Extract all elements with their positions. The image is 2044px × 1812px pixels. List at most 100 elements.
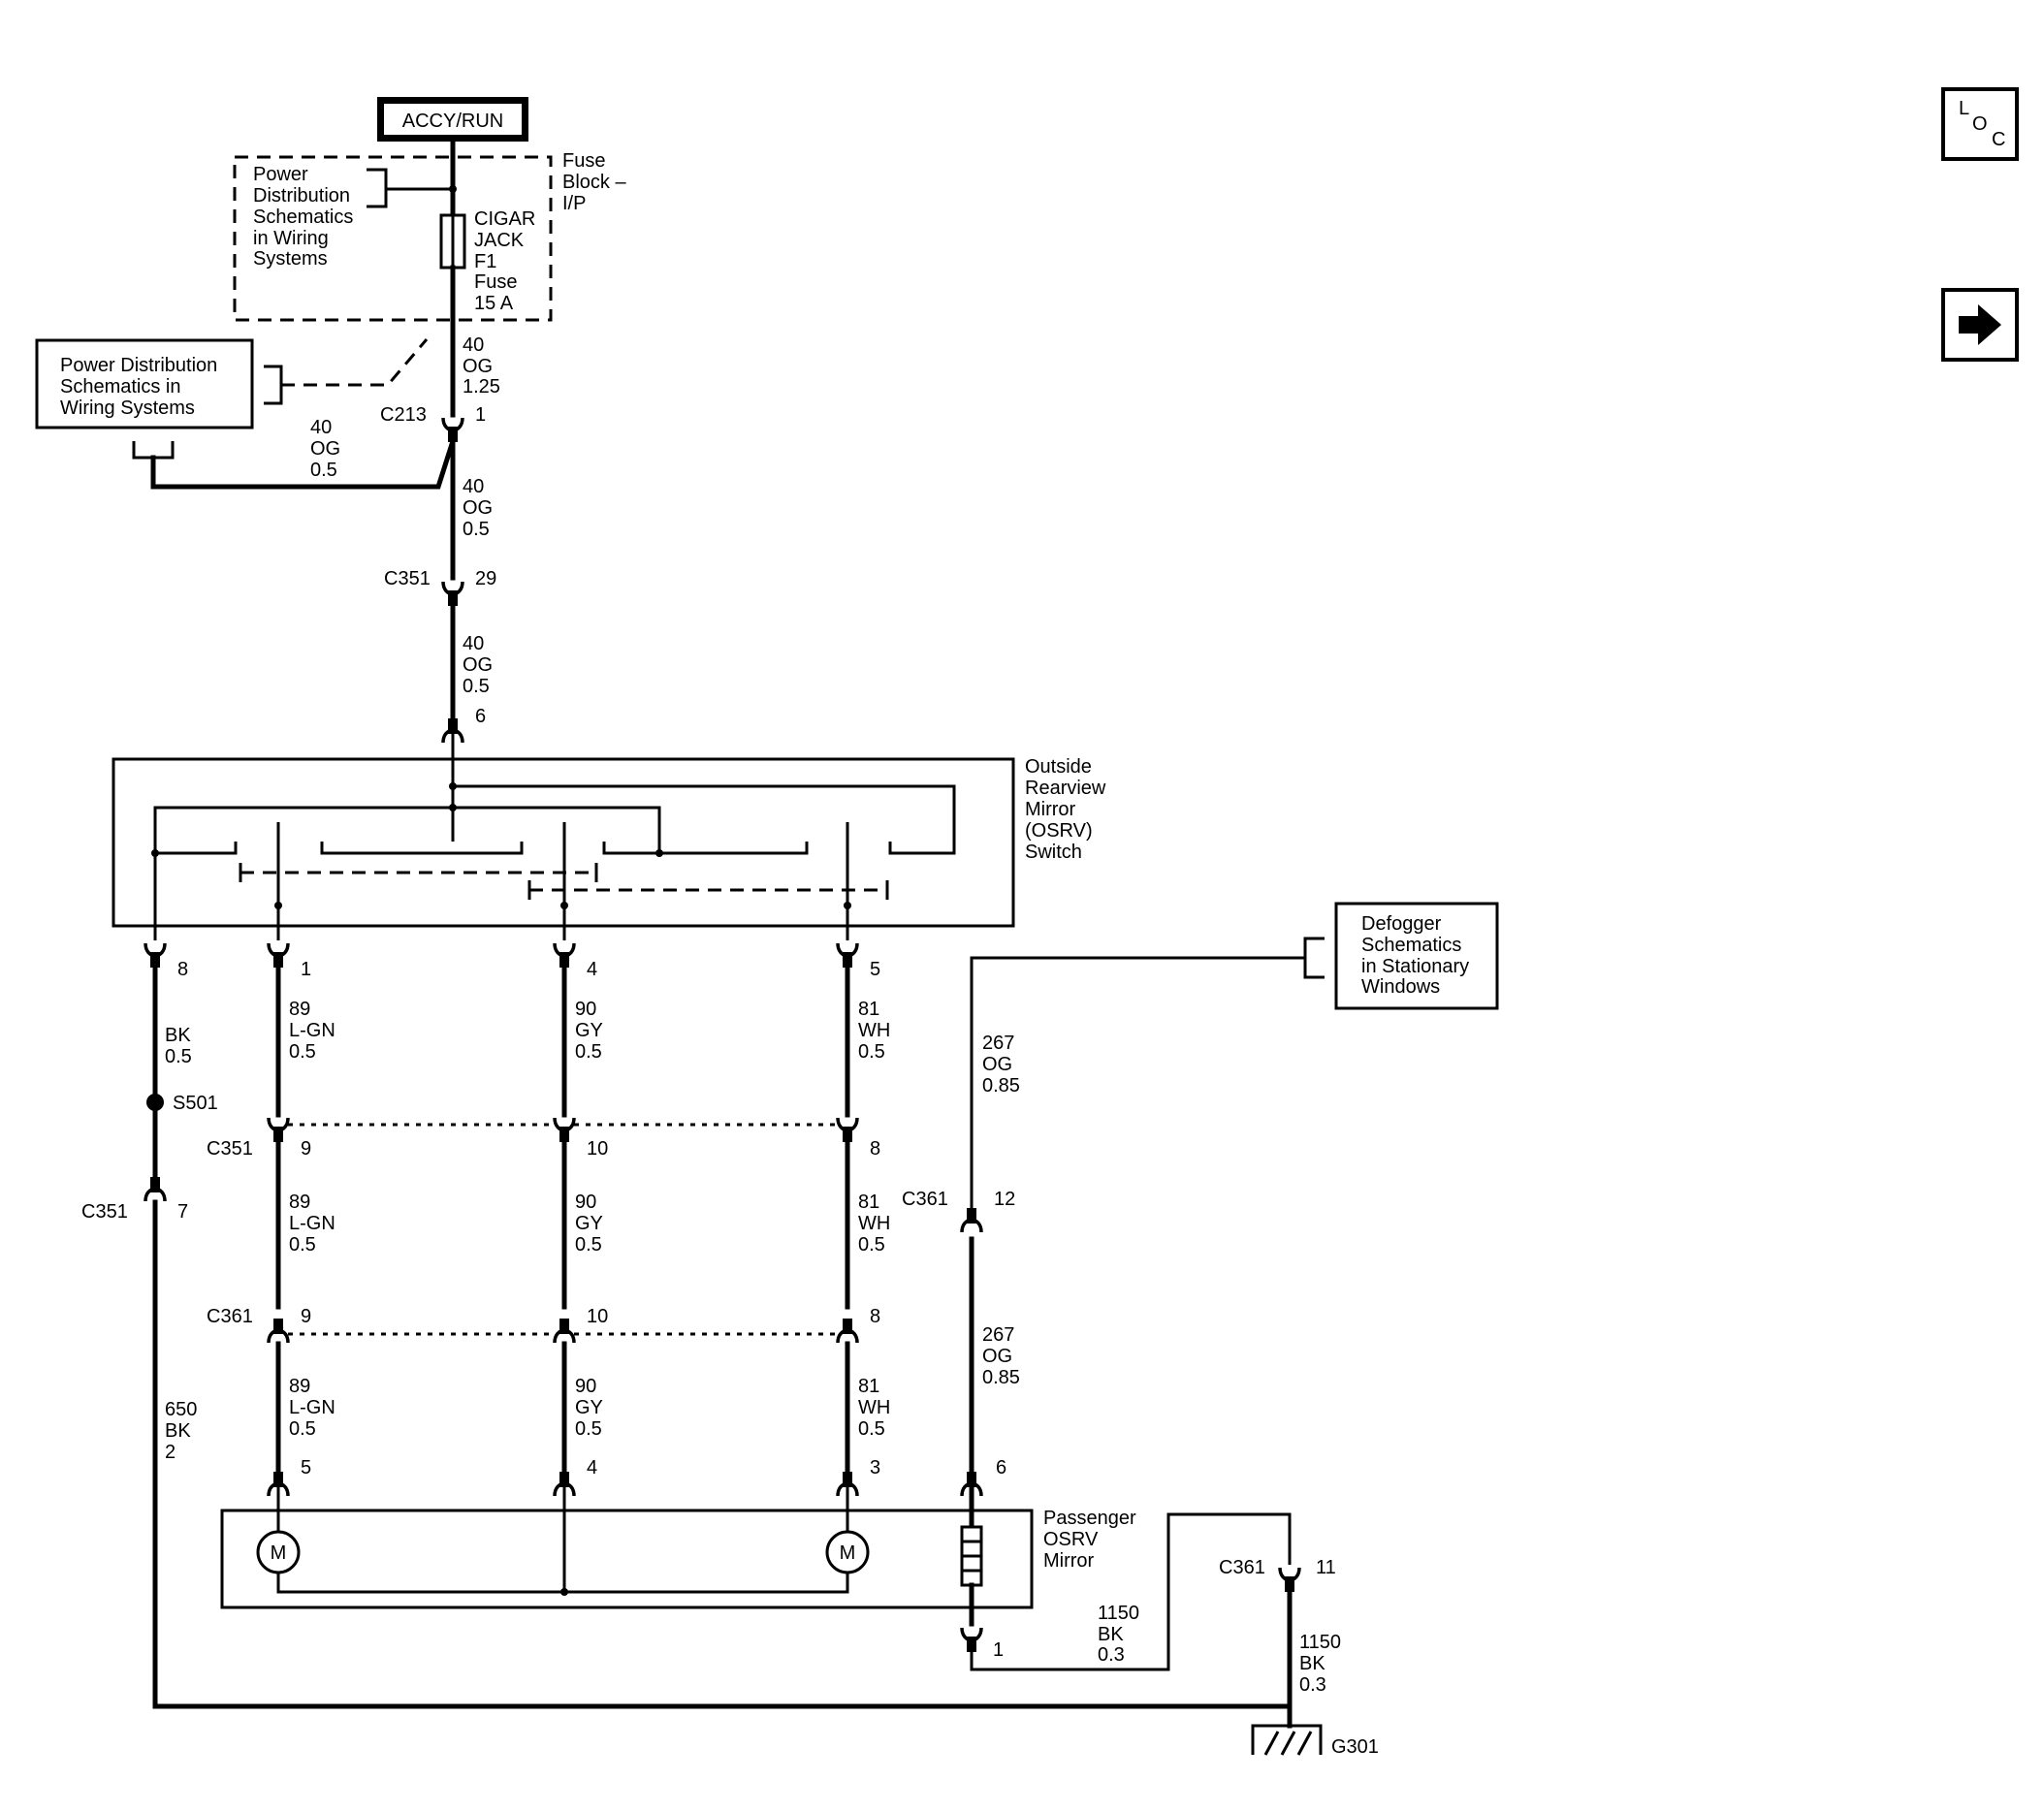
svg-text:0.5: 0.5 [575, 1234, 602, 1256]
svg-text:(OSRV): (OSRV) [1025, 820, 1093, 842]
svg-text:Schematics in: Schematics in [60, 376, 181, 397]
wire-1150-heater-gnd [970, 1512, 1292, 1671]
svg-text:0.3: 0.3 [1098, 1644, 1125, 1666]
svg-text:OSRV: OSRV [1043, 1529, 1099, 1550]
osrv-switch-label: Outside Rearview Mirror (OSRV) Switch [1025, 756, 1106, 863]
mirror-heater-element [960, 1484, 983, 1627]
svg-text:0.3: 0.3 [1299, 1674, 1326, 1696]
svg-text:267: 267 [982, 1324, 1014, 1346]
svg-text:in Stationary: in Stationary [1361, 956, 1469, 977]
wire-label-c213-out: 40 OG 0.5 [463, 476, 493, 540]
svg-text:C361: C361 [1219, 1557, 1265, 1578]
connector-switch-4 [553, 941, 576, 970]
svg-text:GY: GY [575, 1213, 603, 1234]
wire-267-og-top [970, 956, 1305, 1210]
svg-text:40: 40 [463, 476, 484, 497]
arrow-right-icon[interactable] [1941, 288, 2019, 362]
svg-text:89: 89 [289, 1192, 310, 1213]
svg-text:89: 89 [289, 1376, 310, 1397]
svg-text:C351: C351 [384, 568, 431, 589]
svg-text:5: 5 [301, 1457, 311, 1478]
svg-text:29: 29 [475, 568, 496, 589]
svg-text:Switch: Switch [1025, 842, 1082, 863]
connector-c351-8 [836, 1116, 859, 1144]
svg-text:Fuse: Fuse [562, 150, 605, 172]
defogger-ref-box[interactable]: Defogger Schematics in Stationary Window… [1334, 902, 1499, 1010]
wire-label-1150-a: 1150 BK 0.3 [1098, 1603, 1139, 1666]
svg-text:L-GN: L-GN [289, 1213, 335, 1234]
svg-text:OG: OG [310, 438, 340, 460]
wire-label-650: 650 BK 2 [165, 1399, 197, 1463]
wire-label-branch: 40 OG 0.5 [310, 417, 340, 481]
wire-label-267-b: 267 OG 0.85 [982, 1324, 1020, 1388]
connector-c351-7 [144, 1175, 167, 1203]
connector-c361-10 [553, 1317, 576, 1345]
svg-text:in Wiring: in Wiring [253, 228, 329, 249]
svg-text:Schematics: Schematics [1361, 935, 1461, 956]
svg-text:L-GN: L-GN [289, 1397, 335, 1418]
svg-text:OG: OG [463, 654, 493, 676]
svg-text:G301: G301 [1331, 1736, 1379, 1758]
svg-text:0.5: 0.5 [289, 1418, 316, 1440]
dashed-ref-link [281, 338, 429, 387]
wire-branch-40 [150, 437, 457, 490]
svg-text:40: 40 [463, 633, 484, 654]
svg-text:15 A: 15 A [474, 293, 514, 314]
wire-label-fuse-out: 40 OG 1.25 [463, 334, 500, 397]
svg-text:8: 8 [870, 1306, 880, 1327]
svg-text:Power Distribution: Power Distribution [60, 355, 217, 376]
connector-switch-1 [267, 941, 290, 970]
splice-s501 [146, 1094, 164, 1111]
svg-text:WH: WH [858, 1397, 890, 1418]
svg-text:Mirror: Mirror [1043, 1550, 1095, 1572]
connector-c361-11 [1278, 1566, 1301, 1594]
svg-text:Rearview: Rearview [1025, 778, 1106, 799]
svg-text:Schematics: Schematics [253, 207, 353, 228]
svg-text:1: 1 [993, 1639, 1004, 1661]
svg-text:90: 90 [575, 1192, 596, 1213]
svg-text:0.5: 0.5 [289, 1234, 316, 1256]
svg-text:C351: C351 [207, 1138, 253, 1160]
loc-icon[interactable]: L O C [1941, 87, 2019, 161]
svg-text:4: 4 [587, 1457, 597, 1478]
svg-text:10: 10 [587, 1306, 608, 1327]
svg-text:JACK: JACK [474, 230, 525, 251]
motor-symbol: M [271, 1542, 287, 1564]
svg-text:81: 81 [858, 999, 879, 1020]
motor-horizontal: M [256, 1530, 301, 1574]
svg-text:0.5: 0.5 [165, 1046, 192, 1067]
svg-text:89: 89 [289, 999, 310, 1020]
svg-text:6: 6 [996, 1457, 1006, 1478]
svg-text:1150: 1150 [1098, 1603, 1139, 1624]
svg-text:Mirror: Mirror [1025, 799, 1076, 820]
connector-switch-5 [836, 941, 859, 970]
svg-text:Windows: Windows [1361, 976, 1440, 998]
wire-label-c351-out: 40 OG 0.5 [463, 633, 493, 697]
svg-text:11: 11 [1316, 1557, 1336, 1578]
svg-text:0.85: 0.85 [982, 1075, 1020, 1097]
svg-text:0.5: 0.5 [858, 1418, 885, 1440]
connector-c361-12 [960, 1206, 983, 1234]
svg-text:Fuse: Fuse [474, 271, 517, 293]
svg-text:6: 6 [475, 706, 486, 727]
connector-switch-8 [144, 941, 167, 970]
svg-text:GY: GY [575, 1020, 603, 1041]
connector-c351-10 [553, 1116, 576, 1144]
connector-c351-9 [267, 1116, 290, 1144]
fuse-f1-label: CIGAR JACK F1 Fuse 15 A [474, 208, 535, 314]
fuse-block-label: Fuse Block – I/P [562, 150, 626, 214]
svg-text:1.25: 1.25 [463, 376, 500, 397]
connector-c361-8 [836, 1317, 859, 1345]
power-dist-ref-box[interactable]: Power Distribution Schematics in Wiring … [35, 338, 254, 429]
svg-text:WH: WH [858, 1020, 890, 1041]
svg-text:Power: Power [253, 164, 308, 185]
svg-text:0.5: 0.5 [463, 519, 490, 540]
svg-text:1150: 1150 [1299, 1632, 1341, 1653]
svg-text:0.5: 0.5 [858, 1041, 885, 1063]
passenger-mirror-label: Passenger OSRV Mirror [1043, 1508, 1136, 1572]
wire-label-267-a: 267 OG 0.85 [982, 1033, 1020, 1097]
svg-text:40: 40 [310, 417, 332, 438]
svg-text:0.5: 0.5 [575, 1418, 602, 1440]
fuse-power-dist-ref[interactable]: Power Distribution Schematics in Wiring … [253, 164, 457, 270]
